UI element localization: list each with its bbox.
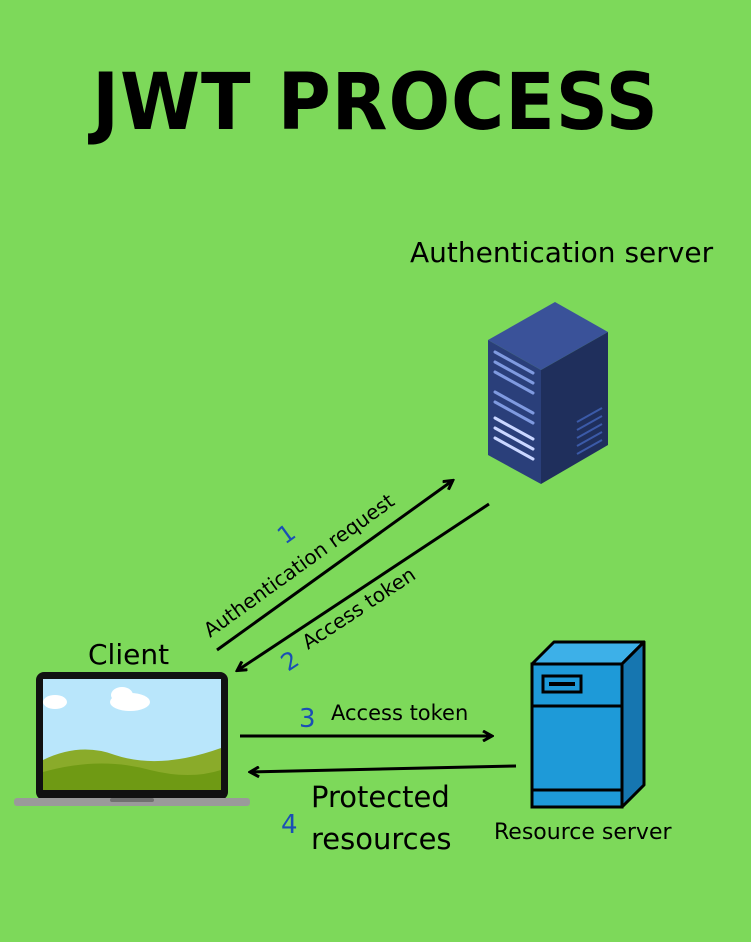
resource-server-icon	[530, 640, 646, 809]
step-1-number: 1	[272, 518, 301, 550]
arrow-protected-resources	[251, 764, 517, 772]
step-2-number: 2	[276, 645, 304, 677]
resource-server-label: Resource server	[494, 820, 672, 845]
step-3-label: Access token	[331, 701, 469, 725]
laptop-icon	[14, 672, 250, 806]
auth-server-label: Authentication server	[410, 236, 714, 269]
step-4-label-line1: Protected	[311, 780, 450, 814]
step-4-number: 4	[281, 810, 298, 840]
step-4-label-line2: resources	[311, 822, 452, 856]
client-label: Client	[88, 638, 170, 671]
arrow-access-token-return	[238, 502, 490, 670]
page-title: JWT PROCESS	[92, 58, 659, 148]
step-3-number: 3	[299, 704, 316, 734]
step-2-label: Access token	[298, 562, 420, 654]
step-1-label: Authentication request	[199, 488, 399, 642]
arrow-auth-request	[216, 481, 452, 652]
auth-server-icon	[488, 302, 608, 484]
